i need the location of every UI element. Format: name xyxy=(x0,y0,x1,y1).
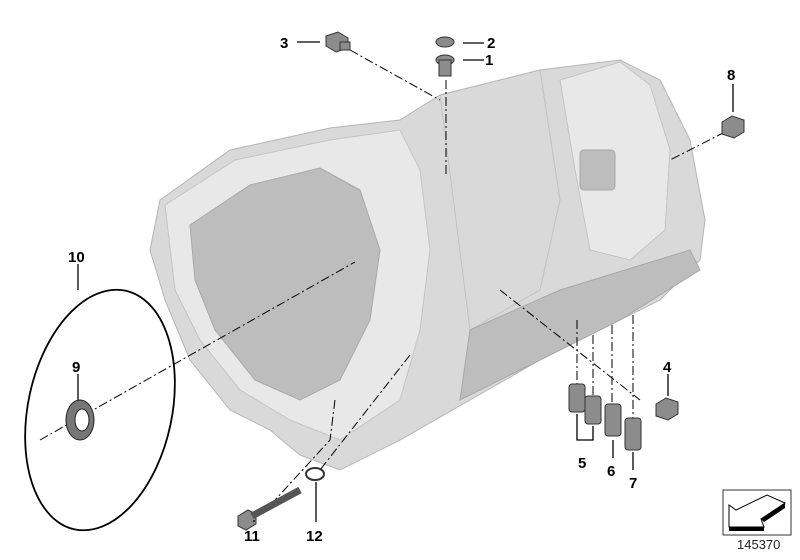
callout-12[interactable]: 12 xyxy=(306,528,323,545)
leader-line-9-10 xyxy=(39,261,356,441)
callout-7[interactable]: 7 xyxy=(629,475,637,492)
part-12-sealing-ring xyxy=(305,467,325,481)
arrow-navigation-icon[interactable] xyxy=(722,489,792,536)
part-11-bolt xyxy=(237,486,302,531)
callout-9[interactable]: 9 xyxy=(72,359,80,376)
part-7-sleeve xyxy=(624,417,642,451)
callout-3[interactable]: 3 xyxy=(280,35,288,52)
leader-line-11-12 xyxy=(319,354,411,471)
leader-line-8 xyxy=(669,131,726,161)
callout-2[interactable]: 2 xyxy=(487,35,495,52)
part-9-shaft-seal xyxy=(65,399,95,441)
part-5-sleeves xyxy=(568,383,602,425)
callout-1[interactable]: 1 xyxy=(485,52,493,69)
leader-line-4 xyxy=(499,289,641,401)
callout-10[interactable]: 10 xyxy=(68,249,85,266)
part-2-cap xyxy=(435,36,455,48)
leader-line-11 xyxy=(274,399,336,501)
diagram-number: 145370 xyxy=(737,537,781,552)
callout-11[interactable]: 11 xyxy=(244,528,260,545)
transmission-housing xyxy=(149,59,706,471)
callout-4[interactable]: 4 xyxy=(663,359,672,376)
part-4-screw-plug xyxy=(655,397,679,421)
callout-8[interactable]: 8 xyxy=(727,67,735,84)
callout-6[interactable]: 6 xyxy=(607,463,615,480)
part-10-o-ring xyxy=(24,288,176,532)
callout-5[interactable]: 5 xyxy=(578,455,586,472)
part-3-screw-plug xyxy=(325,31,351,53)
part-6-sleeve xyxy=(604,403,622,437)
part-1-plug xyxy=(435,54,455,77)
part-8-screw-plug xyxy=(721,115,745,139)
leader-line-3 xyxy=(349,49,441,101)
